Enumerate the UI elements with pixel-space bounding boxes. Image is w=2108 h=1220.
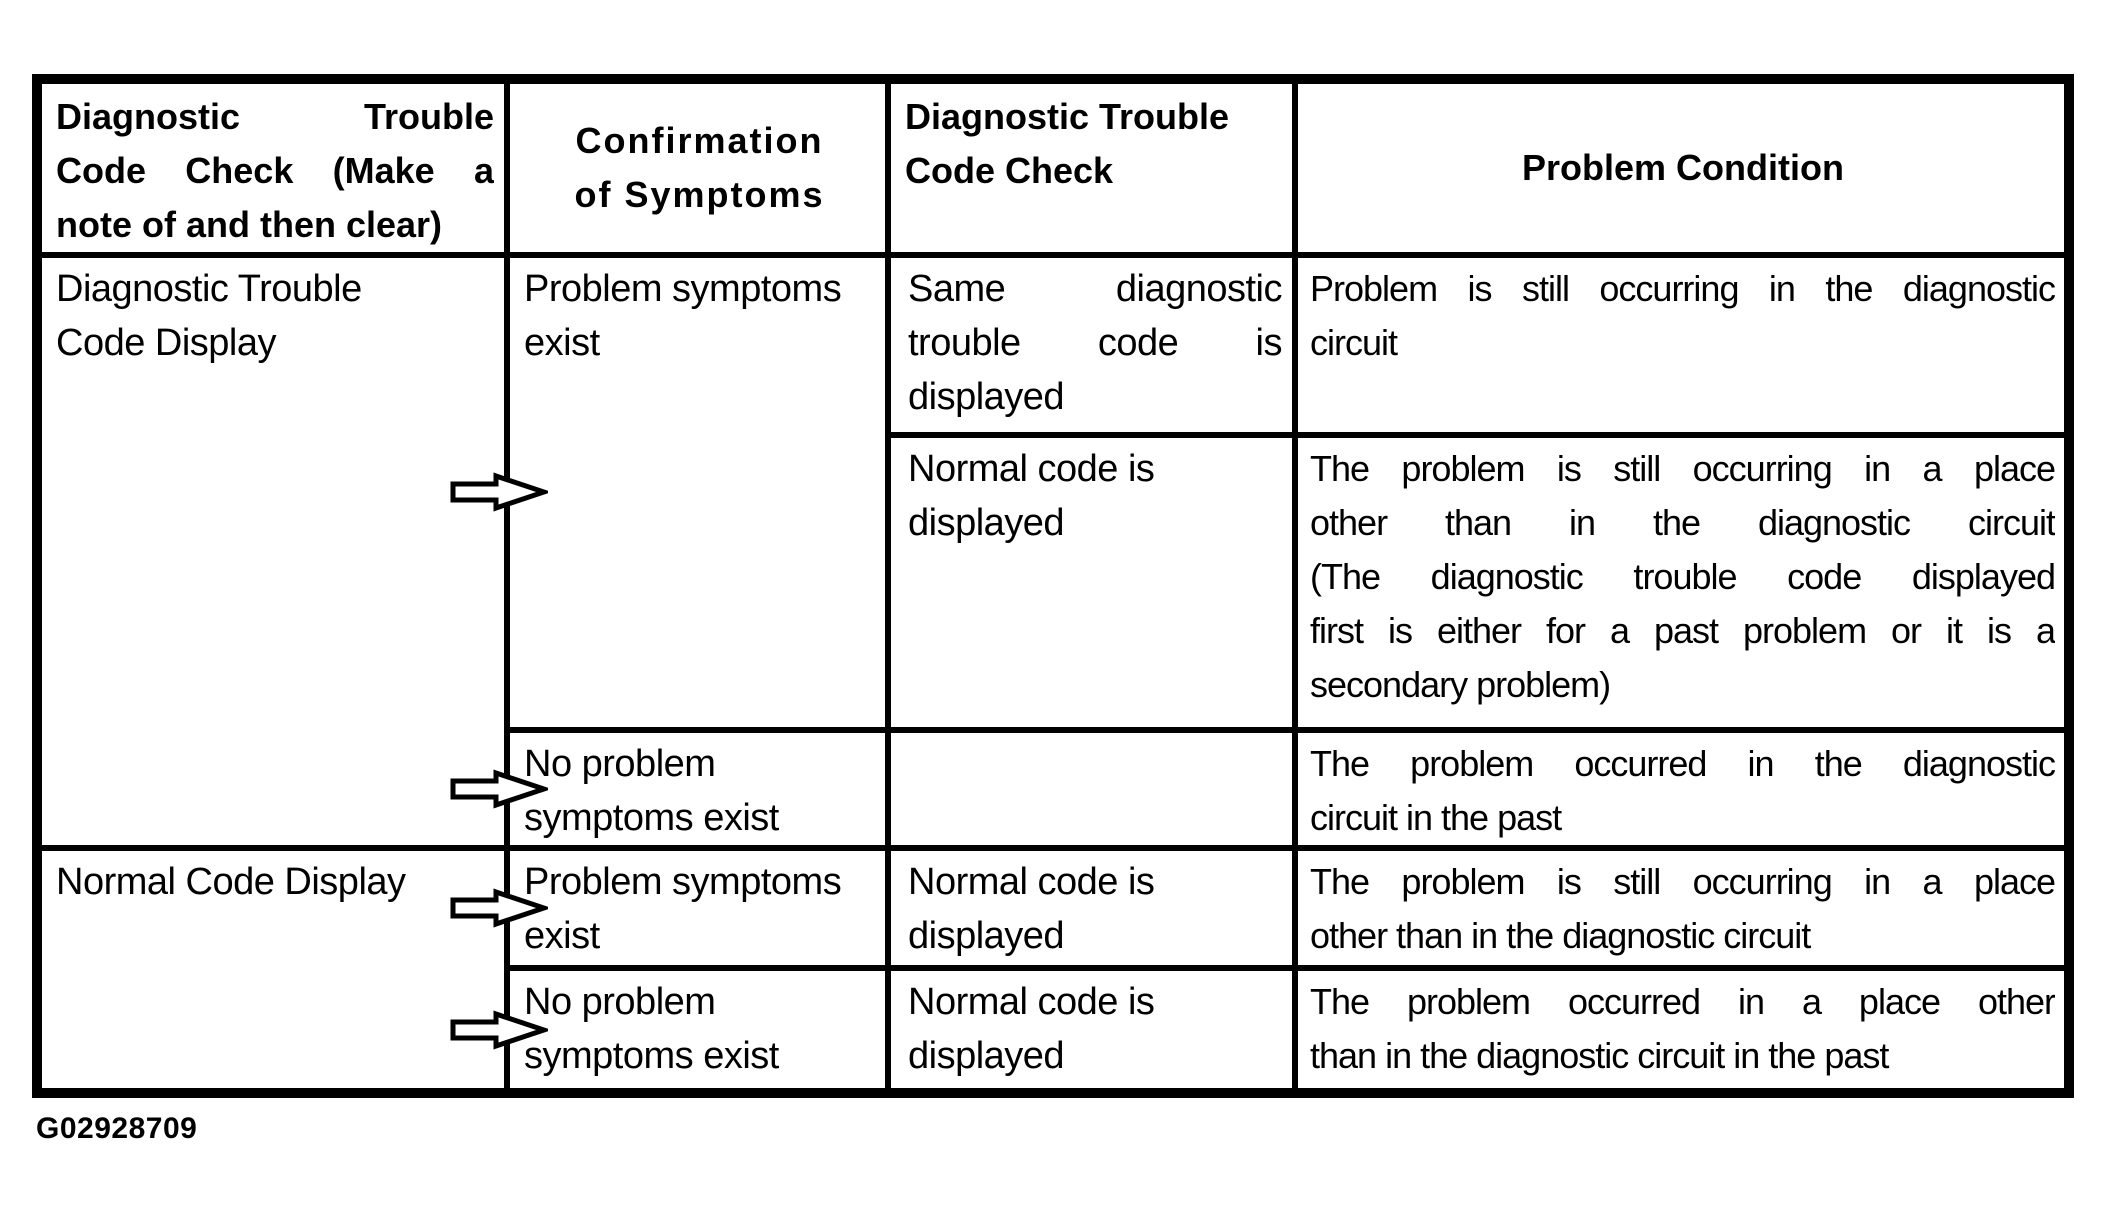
right-arrow-icon <box>450 472 548 512</box>
right-arrow-icon <box>450 888 548 928</box>
right-arrow-icon <box>450 769 548 809</box>
cell-problem-other-place-secondary: The problem is still occurring in a plac… <box>1298 438 2064 727</box>
cell-normal-code-display: Normal Code Display <box>42 851 504 1088</box>
figure-id-caption: G02928709 <box>36 1112 198 1145</box>
cell-problem-still-other-place: The problem is still occurring in a plac… <box>1298 851 2064 965</box>
header-problem-condition: Problem Condition <box>1298 84 2064 252</box>
cell-problem-still-occurring-circuit: Problem is still occurring in the diagno… <box>1298 258 2064 432</box>
right-arrow-icon <box>450 1010 548 1050</box>
cell-code-check-empty <box>891 733 1292 845</box>
